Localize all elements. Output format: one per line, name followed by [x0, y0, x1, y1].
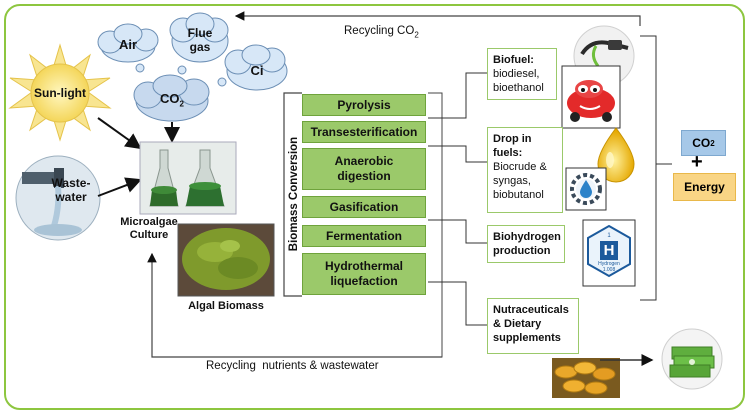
process-pyrolysis: Pyrolysis: [302, 94, 426, 116]
wastewater-icon: [15, 155, 101, 241]
hydrogen-icon: [582, 219, 636, 287]
sunlight-label: Sun-light: [34, 86, 86, 100]
hydrogen-symbol: H: [603, 242, 615, 259]
link-biohydrogen: [428, 219, 487, 244]
link-dropin: [428, 145, 487, 163]
output-energy-box: Energy: [673, 173, 736, 201]
link-biofuel: [428, 72, 487, 119]
sun-to-culture-arrow: [97, 117, 142, 150]
process-gasification: Gasification: [302, 196, 426, 218]
co2-cloud-label: CO2: [160, 91, 184, 109]
products-bracket: [640, 35, 657, 301]
biomass-bracket: [283, 92, 302, 297]
sun-icon: [8, 43, 112, 142]
process-hydrothermal-liquefaction: Hydrothermal liquefaction: [302, 253, 426, 295]
microalgae-culture-photo: [139, 141, 237, 215]
recycling-nutrients-label: Recycling nutrients & wastewater: [206, 360, 379, 372]
process-transesterification: Transesterification: [302, 121, 426, 143]
link-nutra: [428, 281, 487, 326]
product-biohydrogen: Biohydrogen production: [487, 225, 565, 263]
cloud-co2: [133, 74, 210, 122]
process-fermentation: Fermentation: [302, 225, 426, 247]
hydrogen-mass: 1.008: [602, 267, 616, 273]
ci-label: Ci: [250, 63, 264, 78]
hydrogen-name: Hydrogen: [598, 261, 620, 267]
car-icon: [561, 65, 621, 129]
recycle-co2-arrow: [234, 11, 641, 26]
algal-biomass-label: Algal Biomass: [188, 300, 264, 312]
wastewater-label: Waste-water: [51, 176, 91, 204]
cloud-ci: [224, 44, 288, 91]
process-anaerobic-digestion: Anaerobic digestion: [302, 148, 426, 190]
product-biofuel: Biofuel: biodiesel, bioethanol: [487, 48, 557, 100]
wastewater-to-culture-arrow: [97, 177, 142, 197]
hydrogen-number: 1: [607, 233, 611, 239]
gear-drop-icon: [565, 167, 607, 211]
output-plus: +: [691, 151, 703, 173]
money-icon: [661, 328, 723, 390]
recycle-nutrients-arrow: [147, 252, 442, 358]
cloud-air: [97, 23, 159, 63]
biomass-conversion-label: Biomass Conversion: [288, 136, 300, 252]
process-right-bracket: [428, 92, 443, 358]
algal-biomass-photo: [177, 223, 275, 297]
recycling-co2-label: Recycling CO2: [344, 25, 419, 40]
product-drop-in-fuels: Drop in fuels: Biocrude & syngas, biobut…: [487, 127, 563, 213]
product-nutraceuticals: Nutraceuticals & Dietary supplements: [487, 298, 579, 354]
capsules-image: [552, 358, 620, 398]
air-label: Air: [118, 37, 138, 52]
cloud-flue-gas: [169, 12, 229, 63]
oil-drop-icon: [597, 127, 635, 183]
